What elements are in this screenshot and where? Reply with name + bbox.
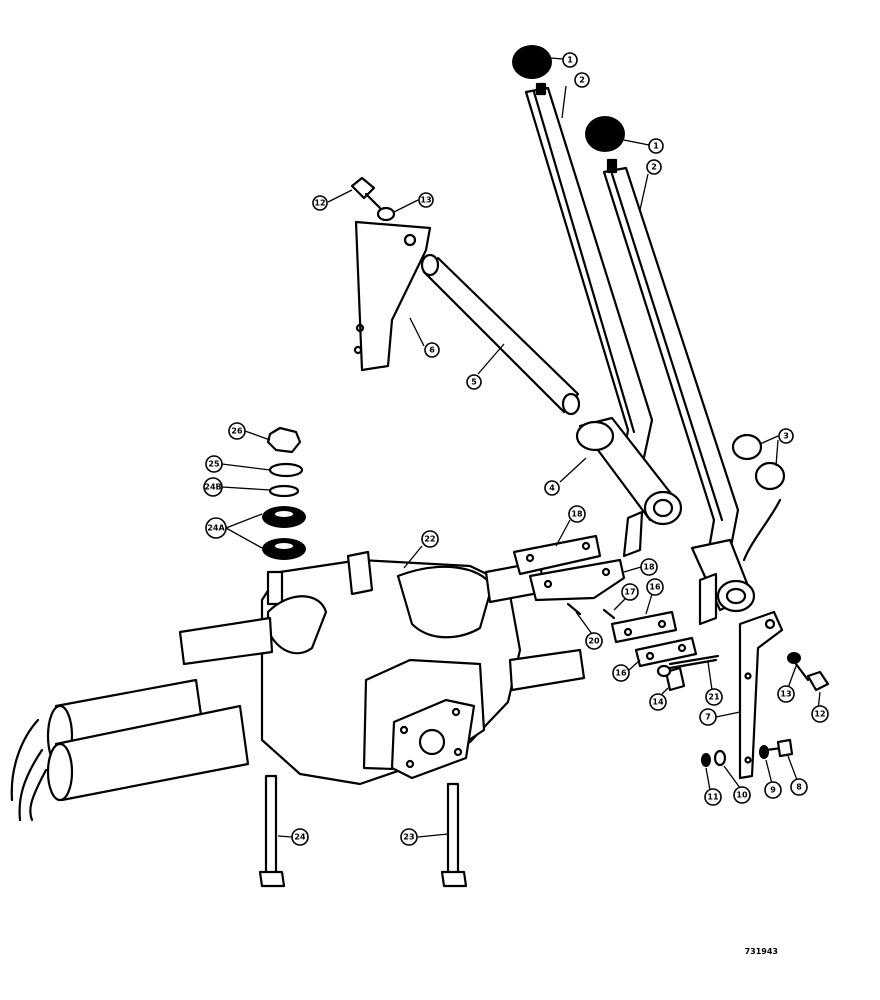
svg-text:8: 8 bbox=[796, 783, 802, 792]
callout-12-bolt-bracket: 12 bbox=[811, 705, 829, 723]
callout-25-washer: 25 bbox=[205, 455, 223, 473]
washer-13-top bbox=[376, 206, 396, 222]
pin-17 bbox=[602, 608, 616, 620]
bracket-6 bbox=[353, 220, 432, 372]
svg-text:13: 13 bbox=[420, 196, 431, 205]
control-valve-22 bbox=[10, 550, 586, 822]
callout-23-bolt: 23 bbox=[400, 828, 418, 846]
callout-18-plate-upper: 18 bbox=[568, 505, 586, 523]
cotter-21 bbox=[668, 654, 720, 670]
knob-left bbox=[512, 45, 552, 79]
callout-13-washer-top: 13 bbox=[418, 192, 434, 208]
svg-text:22: 22 bbox=[424, 535, 435, 544]
bushings-3 bbox=[731, 433, 786, 562]
svg-text:1: 1 bbox=[653, 142, 659, 151]
svg-text:6: 6 bbox=[429, 346, 435, 355]
svg-text:4: 4 bbox=[549, 484, 555, 493]
washer-13-bracket bbox=[787, 652, 801, 664]
svg-text:25: 25 bbox=[208, 460, 220, 469]
nut-11 bbox=[701, 753, 711, 767]
bolt-12-top bbox=[350, 176, 382, 210]
tube-4 bbox=[575, 416, 683, 526]
callout-9-washer: 9 bbox=[764, 781, 782, 799]
callout-17-pin: 17 bbox=[621, 583, 639, 601]
svg-text:13: 13 bbox=[780, 690, 791, 699]
callout-22-valve: 22 bbox=[421, 530, 439, 548]
svg-text:12: 12 bbox=[314, 199, 325, 208]
knob-right bbox=[585, 116, 625, 152]
callout-11-nut: 11 bbox=[704, 788, 722, 806]
bolt-8 bbox=[764, 738, 794, 758]
svg-text:7: 7 bbox=[705, 713, 711, 722]
svg-text:26: 26 bbox=[231, 427, 243, 436]
svg-text:3: 3 bbox=[783, 432, 789, 441]
svg-text:2: 2 bbox=[651, 163, 657, 172]
washer-25 bbox=[268, 462, 304, 478]
callout-16-link-lower: 16 bbox=[612, 664, 630, 682]
svg-text:1: 1 bbox=[567, 56, 573, 65]
svg-text:10: 10 bbox=[736, 791, 748, 800]
svg-text:24A: 24A bbox=[207, 524, 225, 533]
callout-24a-mounts: 24A bbox=[205, 517, 227, 539]
rubber-mounts-24a bbox=[262, 506, 306, 560]
callout-3-bushing: 3 bbox=[778, 428, 794, 444]
svg-text:24B: 24B bbox=[204, 483, 221, 492]
callout-2-lever-left: 2 bbox=[574, 72, 590, 88]
leader-lines bbox=[221, 57, 821, 838]
svg-text:9: 9 bbox=[770, 786, 776, 795]
svg-text:23: 23 bbox=[403, 833, 414, 842]
svg-text:11: 11 bbox=[707, 793, 719, 802]
bolt-23 bbox=[440, 782, 468, 888]
svg-text:18: 18 bbox=[571, 510, 583, 519]
callout-1-knob-right: 1 bbox=[648, 138, 664, 154]
svg-text:5: 5 bbox=[471, 378, 477, 387]
lever-tabs bbox=[622, 510, 718, 626]
rod-5 bbox=[420, 253, 581, 416]
callout-12-bolt-top: 12 bbox=[312, 195, 328, 211]
svg-text:16: 16 bbox=[649, 583, 661, 592]
callout-14-pin: 14 bbox=[649, 693, 667, 711]
callout-8-bolt: 8 bbox=[790, 778, 808, 796]
bracket-7 bbox=[738, 610, 784, 780]
bolt-12-bracket bbox=[794, 662, 830, 692]
callout-16-link-upper: 16 bbox=[646, 578, 664, 596]
pin-20 bbox=[566, 602, 582, 616]
callout-20-pin: 20 bbox=[585, 632, 603, 650]
pin-14 bbox=[656, 664, 686, 692]
callout-18-plate-lower: 18 bbox=[640, 558, 658, 576]
callout-7-bracket: 7 bbox=[699, 708, 717, 726]
callout-2-lever-right: 2 bbox=[646, 159, 662, 175]
svg-text:21: 21 bbox=[708, 693, 720, 702]
nut-26 bbox=[266, 426, 302, 454]
bolt-24 bbox=[258, 774, 286, 888]
callout-26-nut: 26 bbox=[228, 422, 246, 440]
callout-1-knob-left: 1 bbox=[562, 52, 578, 68]
washer-24b bbox=[268, 484, 300, 498]
washer-10 bbox=[713, 749, 727, 767]
washer-9 bbox=[759, 745, 769, 759]
svg-text:12: 12 bbox=[814, 710, 825, 719]
callout-24-bolt: 24 bbox=[291, 828, 309, 846]
svg-text:2: 2 bbox=[579, 76, 585, 85]
plates-18 bbox=[512, 534, 626, 602]
svg-text:18: 18 bbox=[643, 563, 655, 572]
callout-24b-washer: 24B bbox=[203, 477, 223, 497]
links-16 bbox=[610, 610, 698, 668]
callout-4-tube: 4 bbox=[544, 480, 560, 496]
svg-text:14: 14 bbox=[652, 698, 664, 707]
callout-10-washer: 10 bbox=[733, 786, 751, 804]
callout-21-cotter: 21 bbox=[705, 688, 723, 706]
callout-6-bracket: 6 bbox=[424, 342, 440, 358]
callout-13-washer-bracket: 13 bbox=[777, 685, 795, 703]
svg-text:17: 17 bbox=[624, 588, 635, 597]
callout-5-rod: 5 bbox=[466, 374, 482, 390]
figure-number: 731943 bbox=[744, 947, 778, 956]
svg-text:20: 20 bbox=[588, 637, 600, 646]
svg-text:24: 24 bbox=[294, 833, 306, 842]
svg-text:16: 16 bbox=[615, 669, 627, 678]
